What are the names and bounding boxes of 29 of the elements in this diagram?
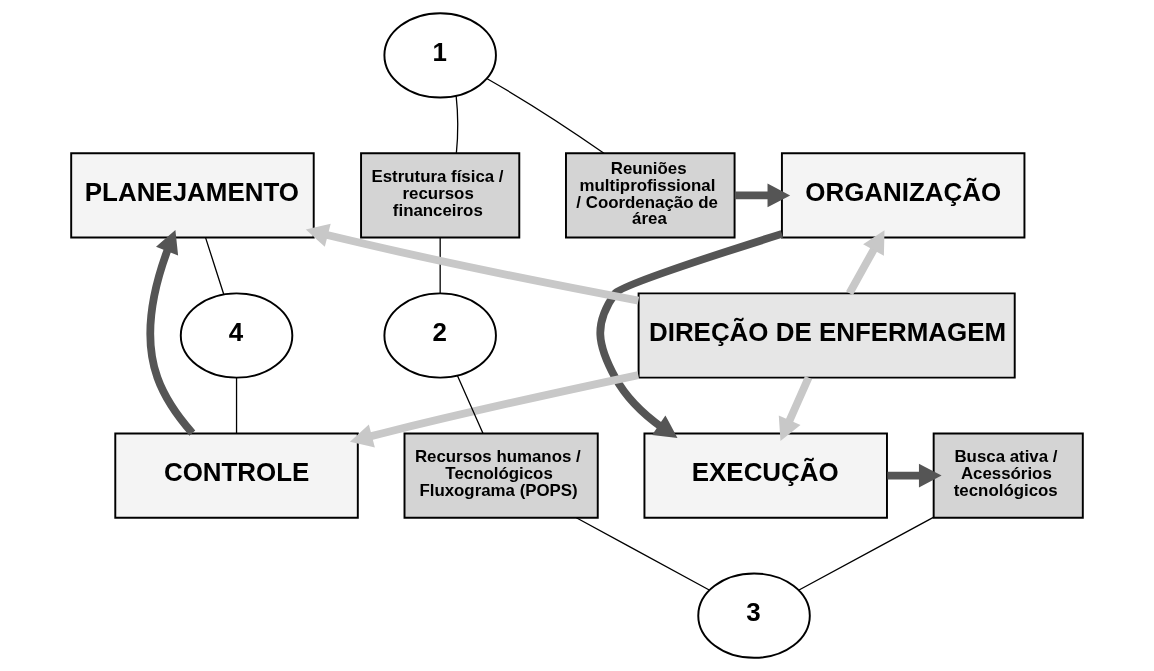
node-ellipse: 3 [697, 572, 811, 659]
node-box: Recursos humanos / Tecnológicos Fluxograma (POPS) [403, 432, 599, 519]
node-box: Estrutura física / recursos financeiros [360, 152, 521, 239]
node-box: CONTROLE [114, 432, 359, 519]
node-ellipse: 4 [179, 292, 294, 379]
connector [575, 517, 710, 591]
arrow [734, 183, 791, 208]
connector [456, 375, 484, 434]
arrow [778, 376, 813, 441]
connector [204, 236, 225, 295]
node-box: PLANEJAMENTO [70, 152, 315, 239]
connector [486, 78, 605, 154]
node-box: Busca ativa / Acessórios tecnológicos [932, 432, 1084, 519]
node-ellipse: 1 [383, 12, 497, 99]
arrow [146, 230, 196, 436]
connector [797, 516, 934, 591]
node-ellipse: 2 [383, 292, 497, 379]
arrow [349, 371, 640, 448]
connector [235, 377, 238, 434]
node-box: DIREÇÃO DE ENFERMAGEM [637, 292, 1016, 379]
node-box: EXECUÇÃO [643, 432, 888, 519]
node-box: ORGANIZAÇÃO [780, 152, 1026, 239]
connector [439, 236, 441, 294]
node-box: Reuniões multiprofissional / Coordenação de área [565, 152, 736, 239]
arrow [887, 463, 942, 488]
arrow [305, 223, 640, 305]
arrow [846, 230, 885, 296]
connector [455, 95, 459, 154]
arrow [596, 230, 784, 438]
